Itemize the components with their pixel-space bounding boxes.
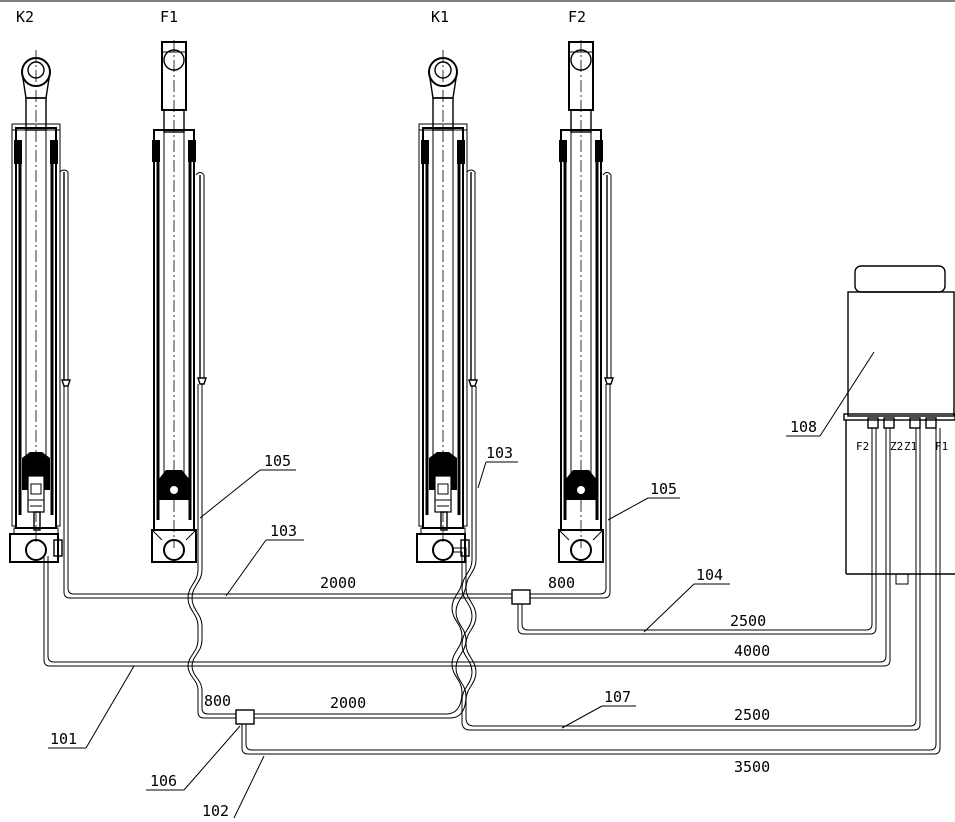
dim-lower-branch: 800 — [204, 692, 231, 710]
callout-105-right: 105 — [650, 480, 677, 498]
callout-101: 101 — [50, 730, 77, 748]
dim-upper-main: 2000 — [320, 574, 356, 592]
cylinder-label-f2: F2 — [568, 8, 586, 26]
dim-line-102: 3500 — [734, 758, 770, 776]
dim-line-101: 4000 — [734, 642, 770, 660]
dim-lower-main: 2000 — [330, 694, 366, 712]
port-label-z1: Z1 — [904, 440, 917, 453]
cylinder-k1 — [415, 48, 479, 564]
callout-105-left: 105 — [264, 452, 291, 470]
tee-fitting-upper — [511, 589, 531, 605]
cylinder-f2 — [557, 38, 615, 564]
power-unit — [843, 265, 955, 585]
dim-line-107: 2500 — [734, 706, 770, 724]
callout-106: 106 — [150, 772, 177, 790]
cylinder-label-k2: K2 — [16, 8, 34, 26]
pipe-network — [43, 384, 941, 755]
callout-leaders — [48, 351, 875, 819]
cylinder-label-f1: F1 — [160, 8, 178, 26]
callout-103-upper: 103 — [270, 522, 297, 540]
callout-104: 104 — [696, 566, 723, 584]
port-label-z2: Z2 — [890, 440, 903, 453]
callout-102: 102 — [202, 802, 229, 820]
callout-108: 108 — [790, 418, 817, 436]
callout-103-right: 103 — [486, 444, 513, 462]
callout-107: 107 — [604, 688, 631, 706]
port-label-f1: F1 — [935, 440, 948, 453]
cylinder-label-k1: K1 — [431, 8, 449, 26]
cylinder-k2 — [8, 48, 72, 564]
dim-line-104: 2500 — [730, 612, 766, 630]
port-label-f2: F2 — [856, 440, 869, 453]
dim-upper-branch: 800 — [548, 574, 575, 592]
tee-fitting-lower — [235, 709, 255, 725]
